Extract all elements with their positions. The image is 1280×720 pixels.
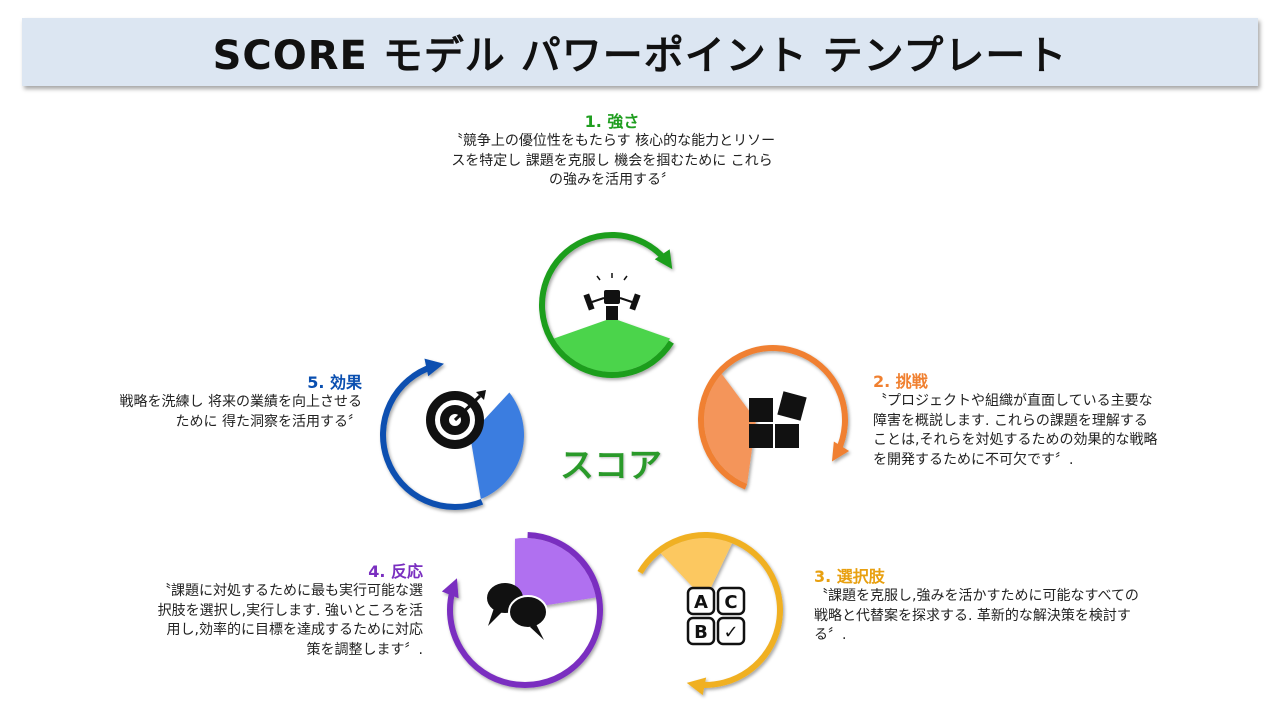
cycle-step-1 [539,232,674,378]
arrowhead-icon [654,249,673,270]
item-line: ために 得た洞察を活用する〞 [175,413,362,430]
target-icon [426,390,486,449]
item-line: 用し,効率的に目標を達成するために対応 [166,622,423,638]
item-heading: 4. 反応 [368,562,423,581]
cycle-step-5 [380,358,524,510]
item-line: 戦略を洗練し 将来の業績を向上させる [119,394,362,410]
chat-bubbles-icon [487,583,548,640]
segment-wedge [553,318,671,372]
item-response-text: 4. 反応 〝課題に対処するために最も実行可能な選 択肢を選択し,実行します. … [80,562,423,660]
arrowhead-icon [424,358,444,377]
cycle-step-4 [441,532,603,688]
segment-wedge [660,538,732,600]
item-line: スを特定し 課題を克服し 機会を掴むために これら [451,152,773,169]
item-line: ことは,それらを対処するための効果的な戦略 [873,432,1158,448]
segment-wedge [470,392,524,499]
choice-letter: A [694,592,708,613]
arrowhead-icon [831,441,850,462]
item-options-text: 3. 選択肢 〝課題を克服し,強みを活かすために可能なすべての 戦略と代替案を探… [814,567,1194,646]
item-strength-text: 1. 強さ 〝競争上の優位性をもたらす 核心的な能力とリソー スを特定し 課題を… [412,112,812,191]
cycle-step-3 [637,532,783,696]
choice-letter: C [724,592,737,613]
item-heading: 5. 効果 [307,373,362,392]
item-effect-text: 5. 効果 戦略を洗練し 将来の業績を向上させる ために 得た洞察を活用する〞 [60,373,362,432]
arrowhead-icon [441,578,459,599]
page-title: SCORE モデル パワーポイント テンプレート [212,33,1068,79]
choice-letter: ✓ [723,622,738,643]
center-label: スコア [560,446,662,486]
item-line: 〝競争上の優位性をもたらす 核心的な能力とリソー [448,133,776,149]
segment-wedge [704,373,756,484]
cycle-step-2 [698,345,850,490]
puzzle-icon [749,391,807,448]
choice-letter: B [694,622,708,643]
item-line: 策を調整します〞. [306,641,423,658]
item-challenge-text: 2. 挑戦 〝プロジェクトや組織が直面している主要な 障害を概説します. これら… [873,372,1213,470]
item-line: 択肢を選択し,実行します. 強いところを活 [157,602,423,619]
item-line: 〝課題を克服し,強みを活かすために可能なすべての [814,588,1139,604]
item-line: の強みを活用する〞 [549,172,675,188]
cycle-arc [380,363,484,510]
title-banner: SCORE モデル パワーポイント テンプレート [22,18,1258,86]
segment-wedge [514,538,596,610]
item-line: 障害を概説します. これらの課題を理解する [873,412,1148,429]
item-line: る〞. [814,627,847,643]
cycle-arc [698,345,848,490]
item-line: 〝プロジェクトや組織が直面している主要な [873,393,1153,409]
item-heading: 2. 挑戦 [873,372,928,391]
item-heading: 1. 強さ [584,112,640,131]
cycle-arc [539,232,674,378]
cycle-arc [447,532,603,688]
item-line: 〝課題に対処するために最も実行可能な選 [157,583,423,599]
fist-dumbbell-icon [583,273,641,320]
item-line: 戦略と代替案を探求する. 革新的な解決策を検討す [814,607,1131,624]
cycle-arc [637,532,783,688]
item-line: を開発するために不可欠です〞. [873,451,1074,468]
arrowhead-icon [686,677,707,696]
item-heading: 3. 選択肢 [814,567,885,586]
